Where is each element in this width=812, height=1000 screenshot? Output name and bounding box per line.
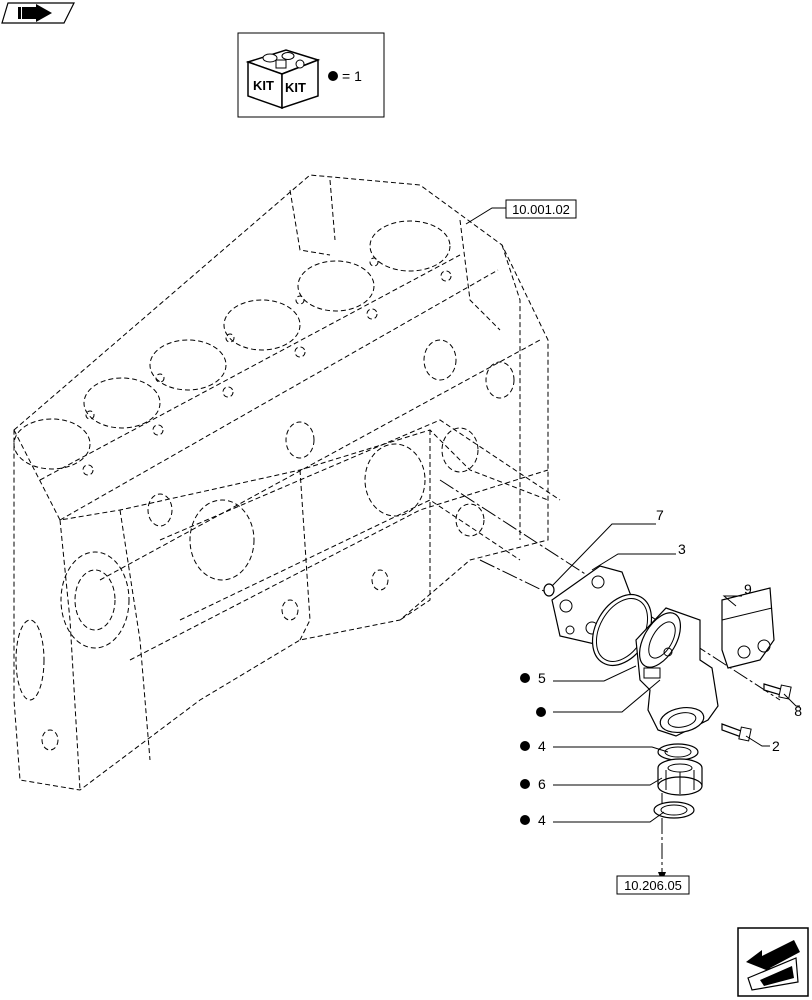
part-sealing-washer-upper: [657, 743, 699, 761]
kit-legend: KIT KIT = 1: [237, 32, 385, 118]
part-screw-long: [763, 683, 792, 700]
continuation-reference[interactable]: 10.206.05: [616, 875, 690, 895]
kit-equals-text: = 1: [342, 68, 362, 84]
part-plug: [543, 583, 555, 597]
leader-lines: [551, 523, 800, 823]
part-sealing-washer-lower: [653, 801, 695, 819]
callout-6: 6: [538, 776, 546, 792]
next-page-arrow-icon[interactable]: [737, 927, 809, 997]
kit-dot-icon-4a: [520, 741, 530, 751]
kit-word-left: KIT: [253, 78, 274, 93]
engine-block-reference[interactable]: 10.001.02: [465, 199, 577, 225]
part-screw-short: [721, 723, 752, 742]
callout-3: 3: [678, 541, 686, 557]
back-arrow-icon[interactable]: [1, 2, 75, 24]
kit-dot-icon-5: [520, 673, 530, 683]
callout-5: 5: [538, 670, 546, 686]
kit-dot-icon-4b: [520, 815, 530, 825]
kit-box-icon: KIT KIT: [245, 49, 321, 110]
callout-9: 9: [744, 581, 752, 597]
callout-4-lower: 4: [538, 812, 546, 828]
kit-dot-icon-6: [520, 779, 530, 789]
kit-word-right: KIT: [285, 80, 306, 95]
engine-block-reference-label: 10.001.02: [512, 202, 570, 217]
assembly-axis-line-2: [479, 559, 553, 596]
kit-dot-icon: [328, 71, 338, 81]
callout-4-upper: 4: [538, 738, 546, 754]
part-elbow-housing: [635, 607, 719, 737]
part-bracket: [721, 587, 775, 669]
part-union-fitting: [657, 758, 703, 796]
callout-2: 2: [772, 738, 780, 754]
continuation-reference-label: 10.206.05: [624, 878, 682, 893]
callout-8: 8: [794, 703, 802, 719]
kit-dot-icon-1: [536, 707, 546, 717]
engine-block-outline: [13, 174, 561, 791]
callout-7: 7: [656, 507, 664, 523]
